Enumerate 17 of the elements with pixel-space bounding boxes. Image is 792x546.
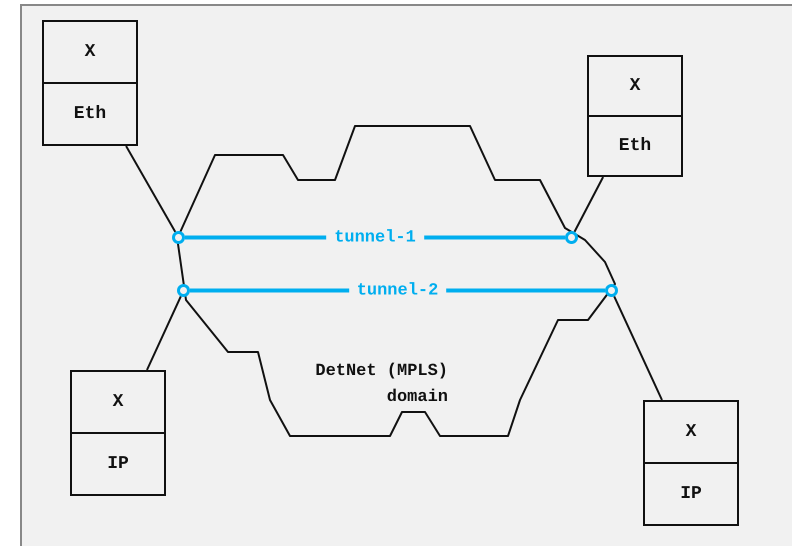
protocol-layer: X [684,421,698,444]
connector-line [125,146,176,232]
connector-line [146,296,182,370]
protocol-layer: IP [645,462,737,524]
protocol-layer: X [84,41,96,64]
domain-label: DetNet (MPLS) domain [314,361,448,409]
protocol-stack [70,370,166,496]
protocol-layer: IP [72,432,164,494]
protocol-layer: X [628,75,642,98]
protocol-stack [587,55,683,177]
protocol-layer: Eth [589,115,681,175]
protocol-layer: X [112,391,124,414]
connector-line [574,176,604,232]
protocol-layer: Eth [44,82,136,144]
protocol-stack [643,400,739,526]
connector-line [613,296,663,400]
protocol-stack [42,20,138,146]
